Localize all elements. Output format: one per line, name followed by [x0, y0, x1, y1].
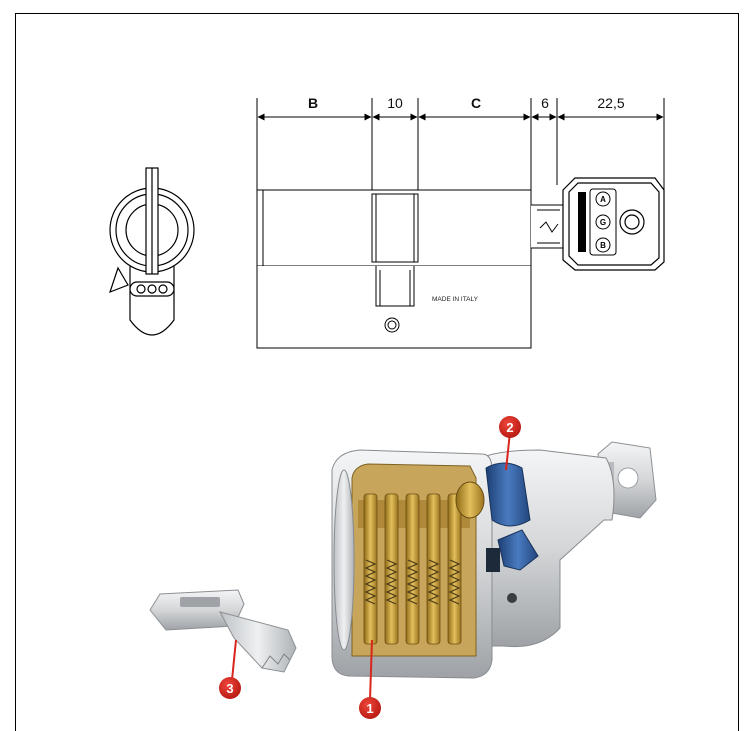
- dimension-b-label: B: [308, 95, 318, 111]
- dimension-10-label: 10: [387, 95, 403, 111]
- callout-2: 2: [499, 416, 521, 471]
- key-shank-drawing: [531, 204, 564, 249]
- svg-text:B: B: [600, 241, 606, 250]
- dimension-c-label: C: [471, 95, 481, 111]
- loose-key: [149, 589, 297, 673]
- cylinder-side-view: [256, 189, 532, 349]
- figure-frame: [15, 13, 739, 731]
- cylinder-cutaway: [331, 449, 615, 679]
- svg-text:A: A: [600, 195, 606, 204]
- callout-1-label: 1: [366, 701, 373, 716]
- callout-2-label: 2: [506, 420, 513, 435]
- svg-text:G: G: [600, 218, 606, 227]
- dimension-22-5-label: 22,5: [597, 95, 624, 111]
- callout-3-label: 3: [226, 681, 233, 696]
- pin-stacks: [363, 493, 462, 645]
- dimension-lines: [256, 98, 665, 195]
- agb-key-badge: A G B: [578, 188, 617, 256]
- dimension-6-label: 6: [541, 95, 549, 111]
- cylinder-front-view: [109, 167, 195, 336]
- callout-1: 1: [359, 639, 381, 719]
- made-in-italy-text: MADE IN ITALY: [432, 296, 479, 303]
- callout-3: 3: [219, 639, 241, 699]
